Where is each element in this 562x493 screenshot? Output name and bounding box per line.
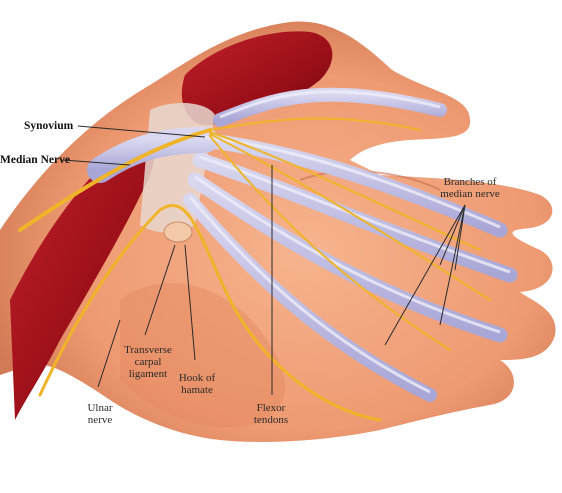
label-synovium: Synovium [24,120,73,132]
label-median-nerve: Median Nerve [0,154,70,166]
label-hook-of-hamate: Hook of hamate [172,372,222,396]
label-ulnar-nerve: Ulnar nerve [78,402,122,426]
label-branches-of-median-nerve: Branches of median nerve [430,176,510,200]
hook-of-hamate [164,222,192,242]
label-flexor-tendons: Flexor tendons [246,402,296,426]
